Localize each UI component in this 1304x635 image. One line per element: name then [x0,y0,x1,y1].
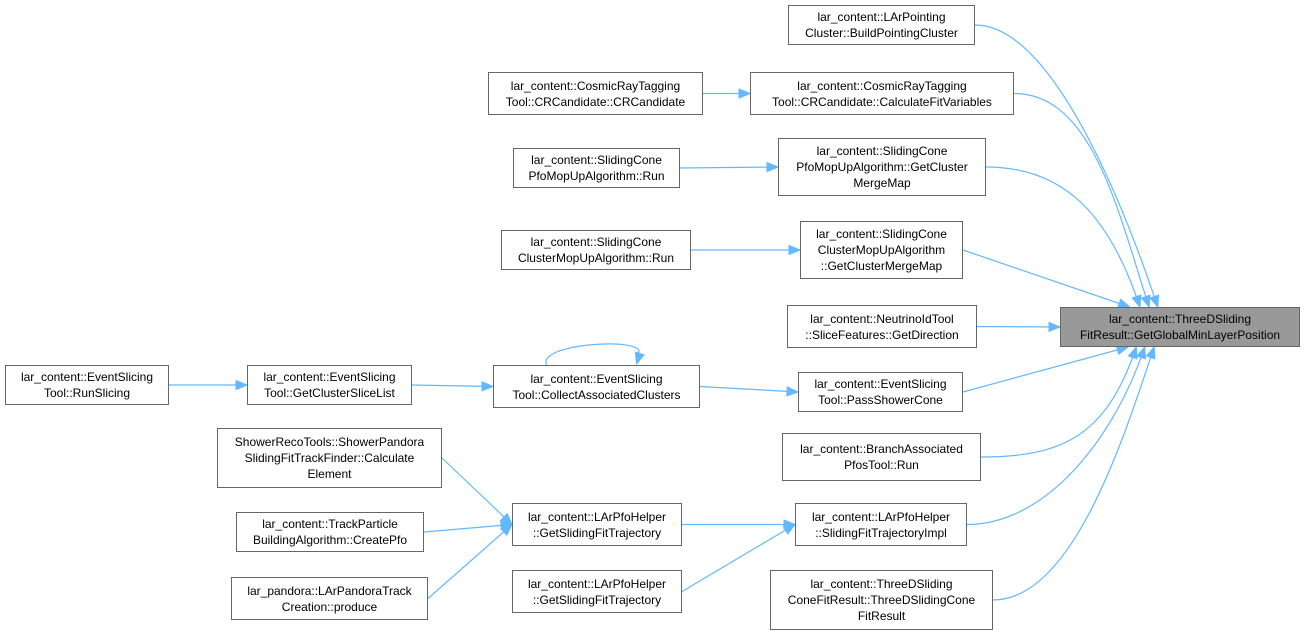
graph-node[interactable]: lar_content::NeutrinoIdTool ::SliceFeatu… [787,305,977,348]
edge-arrowhead [481,381,495,392]
edge-arrowhead [1131,294,1142,309]
edge-arrowhead [1127,345,1138,360]
node-label: lar_content::CosmicRayTagging Tool::CRCa… [505,78,686,109]
node-label: lar_content::ThreeDSliding FitResult::Ge… [1079,312,1281,342]
edge-line [962,346,1129,393]
graph-node[interactable]: lar_content::ThreeDSliding ConeFitResult… [770,570,993,630]
node-label: lar_content::EventSlicing Tool::PassShow… [814,377,947,407]
node-label: lar_content::EventSlicing Tool::CollectA… [512,371,681,402]
graph-node[interactable]: lar_content::LArPfoHelper ::SlidingFitTr… [795,503,967,546]
edge-arrowhead [1140,294,1151,309]
edge-line [423,523,513,533]
graph-node[interactable]: lar_content::SlidingCone PfoMopUpAlgorit… [513,148,680,188]
node-label: lar_content::LArPointing Cluster::BuildP… [805,10,958,40]
edge-arrowhead [634,351,645,366]
edge-arrowhead [1149,294,1160,309]
edge-curve [985,166,1141,308]
edge-arrowhead [788,244,802,256]
graph-node[interactable]: lar_content::SlidingCone PfoMopUpAlgorit… [778,138,986,196]
graph-node[interactable]: lar_content::BranchAssociated PfosTool::… [782,433,981,481]
graph-node[interactable]: lar_content::EventSlicing Tool::GetClust… [247,365,412,405]
edge-arrowhead [1145,345,1156,360]
node-label: lar_content::ThreeDSliding ConeFitResult… [787,577,976,623]
edge-arrowhead [766,161,780,173]
graph-node[interactable]: lar_content::CosmicRayTagging Tool::CRCa… [750,72,1014,115]
graph-node[interactable]: lar_content::EventSlicing Tool::PassShow… [798,372,963,412]
edge-line [681,523,796,593]
edge-line [976,325,1061,328]
graph-node[interactable]: lar_content::EventSlicing Tool::RunSlici… [5,365,169,405]
edge-arrowhead [786,386,800,397]
node-label: ShowerRecoTools::ShowerPandora SlidingFi… [234,435,425,481]
edge-curve [980,346,1137,458]
edge-line [962,249,1130,308]
node-label: lar_content::SlidingCone ClusterMopUpAlg… [816,227,947,273]
node-label: lar_content::CosmicRayTagging Tool::CRCa… [772,78,992,109]
edge-curve [966,346,1146,526]
edge-line [411,384,494,388]
edge-arrowhead [1048,321,1062,333]
graph-node[interactable]: lar_content::TrackParticle BuildingAlgor… [236,512,424,552]
edge-arrowhead [235,379,249,391]
edge-curve [974,24,1159,308]
edge-self-loop [545,343,640,366]
graph-node[interactable]: lar_pandora::LArPandoraTrack Creation::p… [231,577,428,620]
edge-line [441,457,513,525]
graph-node[interactable]: lar_content::EventSlicing Tool::CollectA… [493,365,700,408]
node-label: lar_content::LArPfoHelper ::GetSlidingFi… [527,576,667,607]
edge-line [427,524,513,599]
edge-line [679,166,779,169]
graph-node-root: lar_content::ThreeDSliding FitResult::Ge… [1060,307,1300,347]
edge-curve [1013,92,1150,308]
edge-arrowhead [782,523,797,535]
graph-node[interactable]: lar_content::LArPfoHelper ::GetSlidingFi… [512,503,682,546]
node-label: lar_content::SlidingCone PfoMopUpAlgorit… [528,153,665,183]
node-label: lar_content::EventSlicing Tool::RunSlici… [20,370,154,400]
node-label: lar_pandora::LArPandoraTrack Creation::p… [247,583,412,614]
node-label: lar_content::BranchAssociated PfosTool::… [800,442,963,472]
graph-node[interactable]: lar_content::LArPointing Cluster::BuildP… [788,5,975,45]
node-label: lar_content::TrackParticle BuildingAlgor… [252,517,408,547]
graph-node[interactable]: lar_content::SlidingCone ClusterMopUpAlg… [800,221,963,279]
graph-node[interactable]: lar_content::CosmicRayTagging Tool::CRCa… [488,72,703,115]
node-label: lar_content::SlidingCone ClusterMopUpAlg… [517,235,675,265]
graph-node[interactable]: lar_content::SlidingCone ClusterMopUpAlg… [501,230,691,270]
graph-node[interactable]: lar_content::LArPfoHelper ::GetSlidingFi… [512,570,682,613]
edge-arrowhead [1136,345,1147,360]
node-label: lar_content::LArPfoHelper ::SlidingFitTr… [811,509,951,540]
edge-curve [992,346,1155,601]
node-label: lar_content::SlidingCone PfoMopUpAlgorit… [796,144,968,190]
node-label: lar_content::EventSlicing Tool::GetClust… [263,370,396,400]
edge-arrowhead [499,523,513,537]
node-label: lar_content::LArPfoHelper ::GetSlidingFi… [527,509,667,540]
graph-node[interactable]: ShowerRecoTools::ShowerPandora SlidingFi… [217,428,442,488]
edge-line [699,385,799,393]
edge-arrowhead [738,88,752,99]
node-label: lar_content::NeutrinoIdTool ::SliceFeatu… [805,311,959,342]
